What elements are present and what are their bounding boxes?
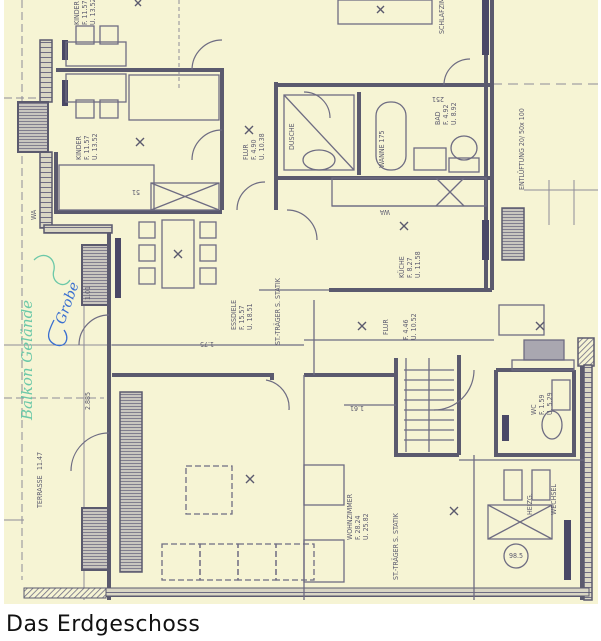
dimension-label: 251: [432, 95, 444, 103]
svg-text:U. 13.52: U. 13.52: [89, 0, 97, 25]
room-label-essdiele: ESSDIELE: [230, 300, 238, 330]
steel-beam-note: ST.-TRÄGER S. STATIK: [273, 277, 282, 345]
room-labels: KINDER F. 11.57 U. 13.52 KINDER F. 11.57…: [36, 0, 554, 540]
chimney: [577, 337, 595, 367]
svg-text:U. 10.38: U. 10.38: [258, 133, 266, 160]
furniture-outlines: [58, 0, 584, 600]
svg-text:U. 25.82: U. 25.82: [362, 513, 370, 540]
svg-text:U. 8.92: U. 8.92: [450, 102, 458, 125]
radiator: [81, 507, 109, 571]
dimension-label: 98.5: [509, 552, 523, 560]
room-label-dusche: DUSCHE: [288, 123, 296, 150]
svg-text:U. 5.29: U. 5.29: [546, 392, 554, 415]
ventilation-note: ENTLÜFTUNG 20/ 50x 100: [517, 108, 526, 190]
svg-text:F. 4.46: F. 4.46: [402, 319, 410, 340]
svg-text:F. 15.57: F. 15.57: [238, 305, 246, 330]
handwriting-green: Balkon Gelände: [18, 300, 36, 421]
bathtub-label: WANNE 175: [378, 130, 386, 168]
room-label-bad: BAD: [434, 111, 442, 125]
light-markers: [134, 0, 545, 516]
svg-text:F. 11.57: F. 11.57: [83, 135, 91, 160]
svg-text:F. 4.92: F. 4.92: [442, 104, 450, 125]
svg-text:F. 4.90: F. 4.90: [250, 139, 258, 160]
radiator: [119, 391, 143, 573]
svg-text:F. 1.59: F. 1.59: [538, 394, 546, 415]
wall-segment: [39, 151, 53, 229]
handwritten-notes: Balkon Gelände Grobe: [18, 254, 83, 421]
room-label-wc: WC: [530, 404, 538, 415]
dimension-label: 2.885: [84, 392, 92, 410]
dimension-label: 51: [132, 188, 140, 196]
floor-plan-drawing: KINDER F. 11.57 U. 13.52 KINDER F. 11.57…: [4, 0, 598, 604]
svg-text:F. 28.24: F. 28.24: [354, 515, 362, 540]
room-label-wohnzimmer: WOHNZIMMER: [346, 493, 354, 540]
wall-segment: [103, 587, 590, 597]
svg-text:U. 18.51: U. 18.51: [246, 303, 254, 330]
terrace-edge: [23, 587, 107, 599]
wechsel-label: WECHSEL: [550, 484, 558, 515]
svg-text:F. 8.27: F. 8.27: [406, 257, 414, 278]
radiator: [501, 207, 525, 261]
dimension-label: 1.75: [200, 340, 214, 348]
room-label-kueche: KÜCHE: [397, 256, 406, 278]
svg-text:U. 13.52: U. 13.52: [91, 133, 99, 160]
svg-text:F. 11.57: F. 11.57: [81, 0, 89, 25]
dimension-label: 1.01: [84, 286, 92, 300]
wall-segment: [39, 39, 53, 103]
dimension-label: 1.61: [350, 404, 364, 412]
door-swings: [70, 39, 475, 472]
room-label-flur: FLUR: [242, 144, 250, 160]
room-label-schlafzimmer: SCHLAFZIMMER: [438, 0, 446, 34]
wa-label: WA: [379, 208, 390, 216]
room-label-terrasse: TERRASSE: [36, 475, 44, 509]
svg-text:U. 11.58: U. 11.58: [414, 251, 422, 278]
wall-segment: [43, 224, 113, 234]
steel-beam-note: ST.-TRÄGER S. STATIK: [391, 512, 400, 580]
room-label-flur-2: FLUR: [382, 319, 390, 335]
svg-text:11.47: 11.47: [36, 452, 44, 470]
heating-label: HEIZG.: [526, 493, 534, 515]
page-caption: Das Erdgeschoss: [6, 612, 201, 637]
wall-segment: [583, 364, 593, 601]
svg-text:U. 10.52: U. 10.52: [410, 313, 418, 340]
room-label-kinder-top: KINDER: [73, 0, 81, 25]
wa-label: WA: [30, 209, 38, 220]
floor-plan-image: KINDER F. 11.57 U. 13.52 KINDER F. 11.57…: [4, 0, 598, 604]
radiator: [17, 101, 49, 153]
room-label-kinder: KINDER: [75, 135, 83, 160]
plan-annotations: ST.-TRÄGER S. STATIK ST.-TRÄGER S. STATI…: [30, 95, 558, 580]
radiator: [81, 244, 109, 306]
windows: [62, 0, 571, 580]
